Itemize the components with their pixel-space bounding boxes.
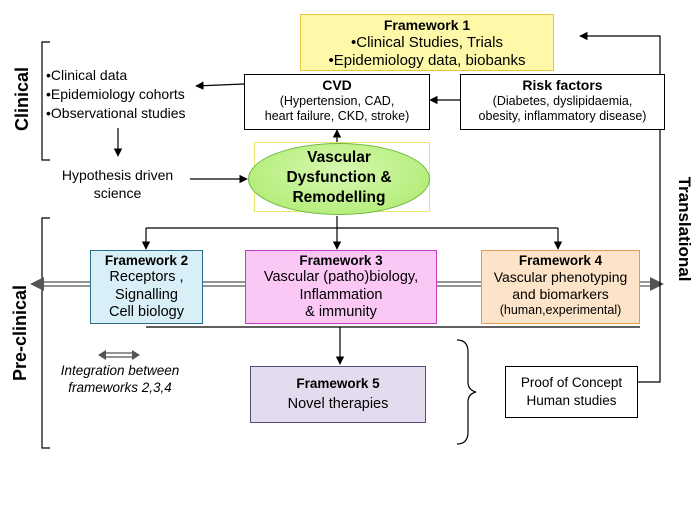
arrowhead-right-edge	[650, 277, 664, 291]
hypothesis-line2: science	[93, 185, 142, 201]
arrow-translational-loop	[579, 31, 661, 383]
proof-line1: Proof of Concept	[520, 375, 623, 390]
integration-line1: Integration between	[60, 363, 180, 378]
proof-of-concept-box: Proof of Concept Human studies	[505, 366, 638, 418]
framework3-line1: Vascular (patho)biology,	[263, 269, 419, 286]
cvd-line1: (Hypertension, CAD,	[279, 93, 395, 108]
clinical-list: •Clinical data •Epidemiology cohorts •Ob…	[46, 66, 216, 123]
framework1-line1: •Clinical Studies, Trials	[351, 33, 503, 51]
clinical-list-item: •Epidemiology cohorts	[46, 86, 185, 102]
cvd-line2: heart failure, CKD, stroke)	[264, 108, 410, 123]
framework1-title: Framework 1	[383, 17, 471, 33]
framework4-line1: Vascular phenotyping	[493, 269, 628, 286]
framework3-title: Framework 3	[299, 253, 383, 268]
framework5-box: Framework 5 Novel therapies	[250, 366, 426, 423]
framework2-box: Framework 2 Receptors , Signalling Cell …	[90, 250, 203, 324]
framework3-box: Framework 3 Vascular (patho)biology, Inf…	[245, 250, 437, 324]
framework5-title: Framework 5	[296, 376, 380, 391]
cvd-title: CVD	[322, 77, 352, 93]
risk-factors-box: Risk factors (Diabetes, dyslipidaemia, o…	[460, 74, 665, 130]
proof-line2: Human studies	[526, 393, 617, 408]
arrow-cvd-to-clinical-list	[195, 81, 245, 90]
preclinical-side-label: Pre-clinical	[10, 284, 30, 382]
framework5-brace	[456, 339, 477, 445]
arrowhead-left-edge	[30, 277, 44, 291]
framework2-line1: Receptors ,	[109, 269, 184, 286]
framework2-line3: Cell biology	[109, 303, 184, 320]
integration-line2: frameworks 2,3,4	[68, 380, 172, 395]
hypothesis-text: Hypothesis driven science	[50, 166, 185, 202]
integration-text: Integration between frameworks 2,3,4	[46, 362, 194, 396]
preclinical-bracket	[41, 217, 50, 449]
clinical-side-label: Clinical	[12, 66, 32, 132]
hypothesis-line1: Hypothesis driven	[61, 167, 174, 183]
clinical-bracket	[41, 41, 50, 161]
risk-line2: obesity, inflammatory disease)	[478, 108, 647, 123]
integration-arrow	[102, 352, 136, 358]
center-line3: Remodelling	[292, 189, 386, 206]
framework1-line2: •Epidemiology data, biobanks	[328, 51, 526, 69]
framework3-line2: Inflammation	[299, 286, 383, 303]
risk-title: Risk factors	[522, 77, 603, 93]
framework4-line3: (human,experimental)	[499, 302, 622, 317]
clinical-list-item: •Observational studies	[46, 105, 186, 121]
framework5-line1: Novel therapies	[287, 396, 389, 412]
risk-line1: (Diabetes, dyslipidaemia,	[492, 93, 633, 108]
cvd-box: CVD (Hypertension, CAD, heart failure, C…	[244, 74, 430, 130]
framework3-line3: & immunity	[305, 303, 377, 320]
framework2-title: Framework 2	[104, 253, 189, 268]
framework4-title: Framework 4	[518, 253, 603, 268]
framework4-box: Framework 4 Vascular phenotyping and bio…	[481, 250, 640, 324]
translational-side-label: Translational	[675, 176, 694, 282]
center-ellipse: Vascular Dysfunction & Remodelling	[248, 143, 430, 215]
center-line1: Vascular	[307, 149, 371, 166]
framework2-line2: Signalling	[115, 286, 178, 303]
framework1-box: Framework 1 •Clinical Studies, Trials •E…	[300, 14, 554, 71]
framework4-line2: and biomarkers	[512, 285, 609, 302]
center-line2: Dysfunction &	[286, 169, 392, 186]
clinical-list-item: •Clinical data	[46, 67, 128, 83]
